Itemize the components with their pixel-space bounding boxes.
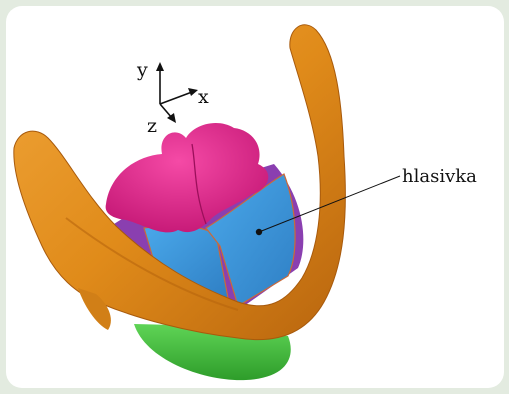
larynx-illustration: y x z hlasivka [6,6,504,388]
figure-card: y x z hlasivka [6,6,504,388]
x-axis-label: x [198,86,209,108]
coordinate-axes: y x z [136,59,209,137]
z-axis-label: z [147,115,157,137]
callout-dot [256,229,262,235]
y-axis-label: y [136,59,148,81]
callout-label-hlasivka: hlasivka [402,166,477,187]
y-axis-arrowhead [156,62,164,71]
x-axis-arrowhead [188,88,198,96]
